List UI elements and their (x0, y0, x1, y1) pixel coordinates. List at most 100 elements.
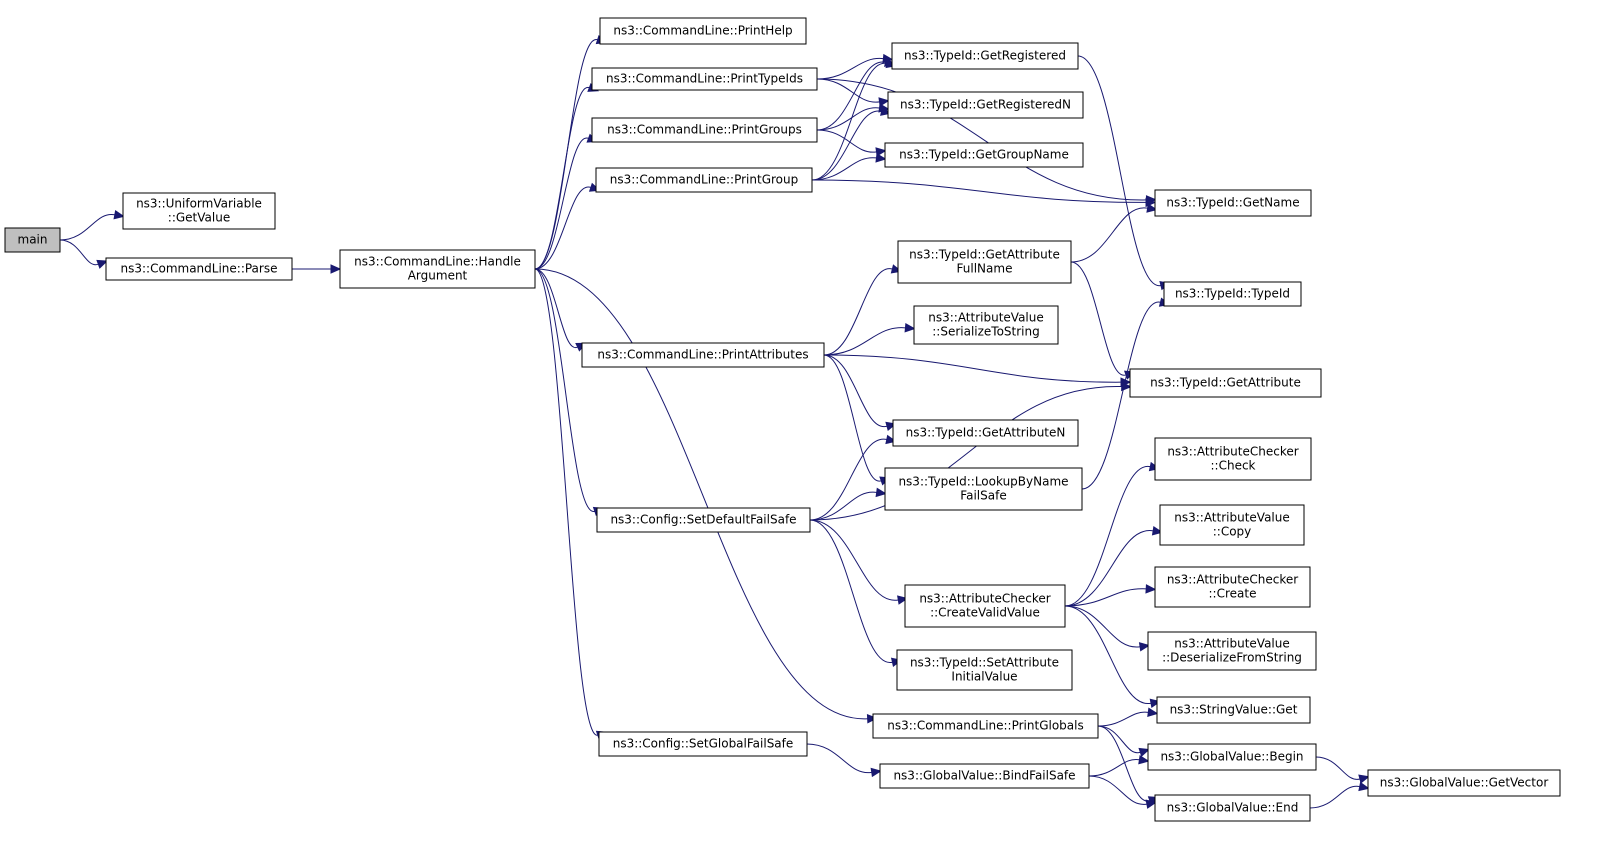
node-ac-createvalid[interactable]: ns3::AttributeChecker::CreateValidValue (904, 584, 1066, 628)
node-box (896, 649, 1073, 691)
arrowhead (1358, 774, 1370, 784)
node-label: ns3::TypeId::TypeId (1175, 287, 1290, 301)
node-cfg-setdefault[interactable]: ns3::Config::SetDefaultFailSafe (596, 507, 811, 533)
edge-line (816, 78, 880, 103)
edge-line (1309, 785, 1360, 809)
node-box (339, 249, 536, 289)
edge-cl-printattributes-to-av-serialize (823, 323, 916, 356)
node-ac-check[interactable]: ns3::AttributeChecker::Check (1154, 437, 1312, 481)
edge-cl-printattributes-to-tid-getattribute (823, 354, 1132, 387)
node-uv-getvalue[interactable]: ns3::UniformVariable::GetValue (122, 192, 276, 230)
edge-cl-printgroup-to-tid-getregistered (811, 58, 898, 181)
node-box (892, 419, 1079, 447)
node-box (591, 117, 818, 143)
node-tid-getregistered[interactable]: ns3::TypeId::GetRegistered (891, 42, 1079, 70)
edge-line (816, 78, 1147, 201)
node-tid-getname[interactable]: ns3::TypeId::GetName (1154, 189, 1312, 217)
node-cl-printattributes[interactable]: ns3::CommandLine::PrintAttributes (581, 342, 825, 368)
node-label: ns3::CommandLine::Parse (121, 262, 278, 276)
node-box (1154, 794, 1311, 822)
edge-line (811, 110, 882, 181)
edge-line (534, 87, 590, 270)
edge-line (1064, 588, 1147, 607)
edge-line (809, 438, 887, 521)
edge-tid-getregistered-to-tid-typeid (1077, 55, 1171, 291)
node-av-serialize[interactable]: ns3::AttributeValue::SerializeToString (913, 305, 1059, 345)
edge-main-to-cl-parse (59, 239, 108, 269)
edge-line (1070, 207, 1148, 263)
node-box (596, 507, 811, 533)
node-tid-getattribute[interactable]: ns3::TypeId::GetAttribute (1129, 368, 1322, 398)
node-cfg-setglobal[interactable]: ns3::Config::SetGlobalFailSafe (598, 731, 808, 757)
edge-ac-createvalid-to-av-deserialize (1064, 605, 1151, 652)
node-tid-getgroupname[interactable]: ns3::TypeId::GetGroupName (884, 142, 1084, 168)
edge-line (823, 354, 882, 482)
node-box (1154, 437, 1312, 481)
node-cl-parse[interactable]: ns3::CommandLine::Parse (105, 257, 293, 281)
edge-line (1315, 756, 1361, 780)
node-box (1156, 696, 1311, 724)
node-gv-bind[interactable]: ns3::GlobalValue::BindFailSafe (879, 763, 1090, 789)
node-gv-begin[interactable]: ns3::GlobalValue::Begin (1147, 743, 1317, 771)
node-label: ns3::Config::SetDefaultFailSafe (610, 513, 796, 527)
node-cl-printgroups[interactable]: ns3::CommandLine::PrintGroups (591, 117, 818, 143)
edge-ac-createvalid-to-av-copy (1064, 526, 1164, 607)
edge-line (534, 137, 589, 270)
arrowhead (875, 487, 887, 498)
edge-line (1081, 301, 1161, 490)
node-tid-typeid[interactable]: ns3::TypeId::TypeId (1163, 281, 1302, 307)
node-label: ns3::GlobalValue::End (1167, 801, 1299, 815)
node-label: ns3::CommandLine::PrintHelp (613, 24, 792, 38)
edge-line (1088, 775, 1147, 805)
node-label: ns3::TypeId::LookupByName (898, 475, 1068, 489)
node-tid-getregisteredn[interactable]: ns3::TypeId::GetRegisteredN (887, 91, 1084, 119)
node-gv-getvector[interactable]: ns3::GlobalValue::GetVector (1367, 769, 1561, 797)
node-gv-end[interactable]: ns3::GlobalValue::End (1154, 794, 1311, 822)
node-cl-printhelp[interactable]: ns3::CommandLine::PrintHelp (599, 17, 807, 45)
edge-line (534, 268, 578, 348)
arrowhead (96, 259, 108, 269)
node-main[interactable]: main (4, 227, 61, 253)
arrowhead (875, 147, 887, 157)
node-ac-create[interactable]: ns3::AttributeChecker::Create (1154, 566, 1311, 608)
edge-gv-bind-to-gv-begin (1088, 754, 1150, 777)
edge-cl-printgroup-to-tid-getgroupname (811, 153, 887, 181)
node-box (1163, 281, 1302, 307)
node-cl-printtypeids[interactable]: ns3::CommandLine::PrintTypeIds (591, 67, 818, 91)
node-box (591, 67, 818, 91)
node-label: ns3::TypeId::GetAttribute (909, 248, 1060, 262)
node-box (1159, 504, 1305, 546)
edge-cfg-setdefault-to-tid-setattrinit (809, 519, 903, 667)
node-box (887, 91, 1084, 119)
edge-cl-printglobals-to-sv-get (1097, 707, 1159, 727)
arrowhead (1121, 381, 1132, 392)
arrowhead (878, 97, 890, 107)
arrowhead (870, 767, 882, 778)
node-av-deserialize[interactable]: ns3::AttributeValue::DeserializeFromStri… (1147, 631, 1317, 671)
node-tid-getattrn[interactable]: ns3::TypeId::GetAttributeN (892, 419, 1079, 447)
node-av-copy[interactable]: ns3::AttributeValue::Copy (1159, 504, 1305, 546)
node-box (891, 42, 1079, 70)
edge-line (534, 186, 592, 270)
node-box (872, 713, 1099, 739)
edge-line (1088, 759, 1140, 777)
edge-cl-handle-to-cl-printgroups (534, 133, 599, 270)
node-box (1147, 631, 1317, 671)
edge-layer (59, 34, 1370, 809)
node-cl-printgroup[interactable]: ns3::CommandLine::PrintGroup (595, 167, 813, 193)
node-sv-get[interactable]: ns3::StringValue::Get (1156, 696, 1311, 724)
node-box (1129, 368, 1322, 398)
node-label: ::CreateValidValue (930, 606, 1040, 620)
node-cl-printglobals[interactable]: ns3::CommandLine::PrintGlobals (872, 713, 1099, 739)
edge-cfg-setdefault-to-tid-lookup (809, 487, 887, 521)
edge-line (809, 519, 893, 663)
edge-line (1064, 466, 1151, 607)
edge-cl-printgroups-to-tid-getregisteredn (816, 103, 890, 131)
edge-line (1064, 530, 1154, 607)
arrowhead (113, 209, 125, 220)
node-label: ns3::TypeId::SetAttribute (910, 656, 1059, 670)
